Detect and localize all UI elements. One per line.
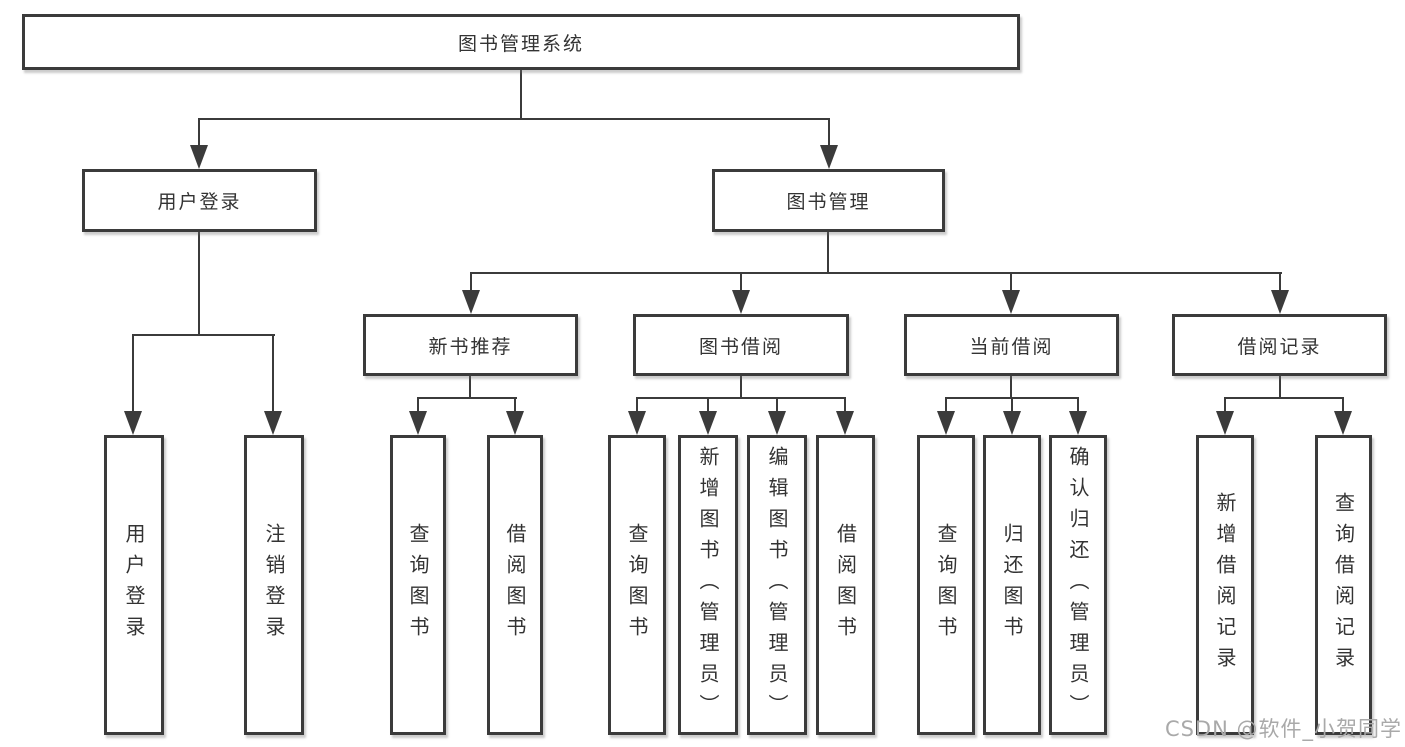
leaf-query-books-recommend: 查询图书 — [390, 435, 446, 735]
connector-line — [469, 376, 471, 399]
leaf-query-books-current: 查询图书 — [917, 435, 975, 735]
connector-line — [1010, 376, 1012, 399]
connector-line — [1077, 397, 1079, 413]
leaf-edit-books-admin: 编辑图书（管理员） — [747, 435, 807, 735]
connector-line — [740, 272, 742, 292]
arrow-down-icon — [1069, 411, 1087, 435]
connector-line — [1224, 397, 1344, 399]
arrow-down-icon — [190, 145, 208, 169]
node-label: 用户登录 — [122, 523, 146, 647]
connector-line — [636, 397, 846, 399]
arrow-down-icon — [628, 411, 646, 435]
connector-line — [417, 397, 517, 399]
connector-line — [198, 118, 830, 120]
arrow-down-icon — [768, 411, 786, 435]
node-borrow-records: 借阅记录 — [1172, 314, 1387, 376]
connector-line — [1010, 272, 1012, 292]
leaf-logout: 注销登录 — [244, 435, 304, 735]
connector-line — [636, 397, 638, 413]
node-library-system: 图书管理系统 — [22, 14, 1020, 70]
arrow-down-icon — [937, 411, 955, 435]
node-label: 新增借阅记录 — [1213, 492, 1237, 678]
arrow-down-icon — [409, 411, 427, 435]
arrow-down-icon — [820, 145, 838, 169]
node-label: 编辑图书（管理员） — [765, 445, 789, 725]
leaf-add-borrow-record: 新增借阅记录 — [1196, 435, 1254, 735]
arrow-down-icon — [462, 290, 480, 314]
node-label: 借阅图书 — [833, 523, 858, 647]
connector-line — [945, 397, 947, 413]
connector-line — [198, 118, 200, 148]
node-label: 图书借阅 — [698, 335, 783, 358]
connector-line — [828, 118, 830, 148]
node-label: 注销登录 — [262, 523, 286, 647]
arrow-down-icon — [836, 411, 854, 435]
leaf-return-books: 归还图书 — [983, 435, 1041, 735]
node-label: 查询图书 — [625, 523, 649, 647]
connector-line — [1224, 397, 1226, 413]
node-label: 图书管理 — [786, 191, 871, 213]
node-label: 归还图书 — [1000, 523, 1024, 647]
connector-line — [1342, 397, 1344, 413]
connector-line — [470, 272, 472, 292]
connector-line — [844, 397, 846, 413]
node-label: 借阅记录 — [1237, 335, 1322, 358]
csdn-watermark: CSDN @软件_小贺同学 — [1164, 717, 1402, 741]
arrow-down-icon — [506, 411, 524, 435]
connector-line — [1279, 376, 1281, 399]
node-book-management: 图书管理 — [712, 169, 945, 232]
leaf-add-books-admin: 新增图书（管理员） — [678, 435, 738, 735]
node-label: 查询借阅记录 — [1331, 492, 1356, 678]
connector-line — [520, 70, 522, 120]
connector-line — [707, 397, 709, 413]
node-user-login: 用户登录 — [82, 169, 317, 232]
node-new-book-recommend: 新书推荐 — [363, 314, 578, 376]
leaf-query-borrow-record: 查询借阅记录 — [1315, 435, 1372, 735]
connector-line — [417, 397, 419, 413]
node-label: 当前借阅 — [969, 335, 1054, 358]
node-label: 查询图书 — [934, 523, 958, 647]
connector-line — [1011, 397, 1013, 413]
connector-line — [132, 334, 134, 412]
connector-line — [198, 232, 200, 336]
arrow-down-icon — [124, 411, 142, 435]
node-label: 查询图书 — [406, 523, 430, 647]
node-current-borrow: 当前借阅 — [904, 314, 1119, 376]
leaf-borrow-books: 借阅图书 — [816, 435, 875, 735]
node-book-borrow: 图书借阅 — [633, 314, 849, 376]
leaf-query-books-borrow: 查询图书 — [608, 435, 666, 735]
node-label: 确认归还（管理员） — [1066, 445, 1090, 725]
connector-line — [132, 334, 275, 336]
arrow-down-icon — [1002, 290, 1020, 314]
connector-line — [514, 397, 516, 413]
leaf-user-login: 用户登录 — [104, 435, 164, 735]
node-label: 用户登录 — [157, 191, 242, 213]
arrow-down-icon — [1334, 411, 1352, 435]
arrow-down-icon — [264, 411, 282, 435]
leaf-confirm-return-admin: 确认归还（管理员） — [1049, 435, 1107, 735]
connector-line — [470, 272, 1282, 274]
leaf-borrow-books-recommend: 借阅图书 — [487, 435, 543, 735]
node-label: 图书管理系统 — [457, 32, 584, 55]
connector-line — [776, 397, 778, 413]
arrow-down-icon — [1271, 290, 1289, 314]
arrow-down-icon — [699, 411, 717, 435]
node-label: 新书推荐 — [428, 335, 513, 358]
node-label: 新增图书（管理员） — [696, 445, 720, 725]
connector-line — [1279, 272, 1281, 292]
arrow-down-icon — [1003, 411, 1021, 435]
connector-line — [740, 376, 742, 399]
arrow-down-icon — [732, 290, 750, 314]
arrow-down-icon — [1216, 411, 1234, 435]
connector-line — [272, 334, 274, 412]
connector-line — [827, 232, 829, 274]
node-label: 借阅图书 — [503, 523, 527, 647]
